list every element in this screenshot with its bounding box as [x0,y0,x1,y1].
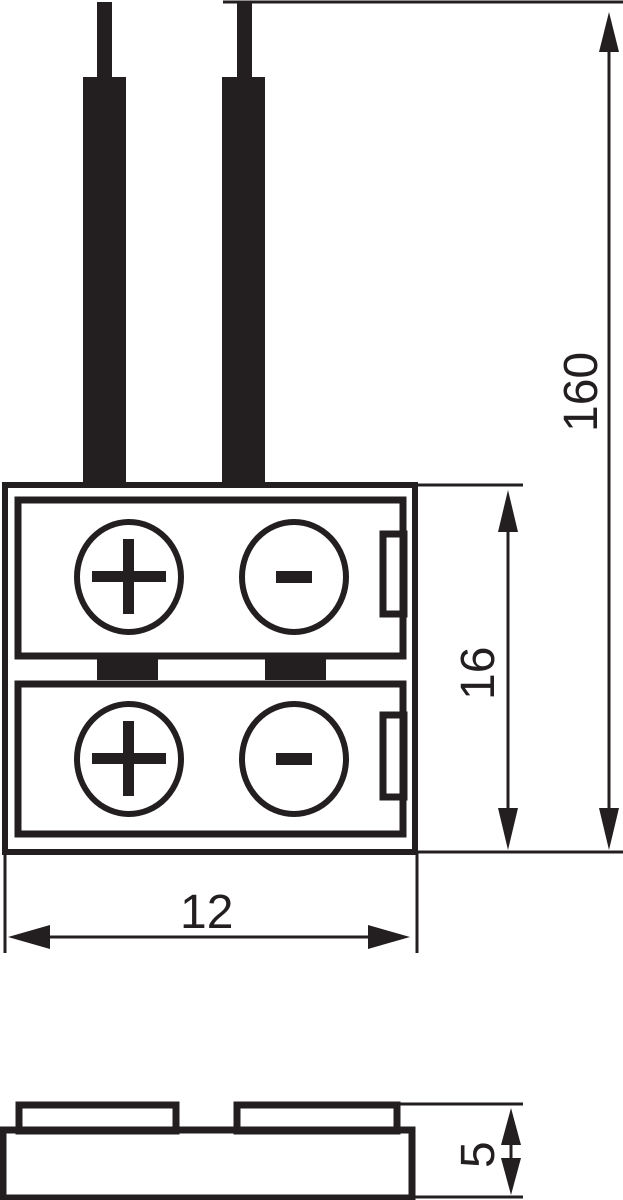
bridge-positive [97,655,158,680]
arrowhead-up-icon [599,12,619,52]
terminal-negative-icon [239,701,349,817]
arrowhead-right-icon [368,925,410,949]
connector-body-top-view [2,482,418,855]
arrowhead-up-icon [498,490,518,532]
bridge-negative [265,655,326,680]
arrowhead-down-icon [599,808,619,850]
arrowhead-up-icon [501,1108,521,1145]
terminal-positive-icon [74,701,184,817]
wire-left [83,2,126,482]
dimension-body-width: 12 [3,852,419,953]
dimension-body-length: 16 [415,483,623,854]
clip-lower [14,680,408,838]
arrowhead-down-icon [501,1158,521,1195]
dimension-label-12: 12 [180,886,233,939]
dimension-label-160: 160 [555,352,608,432]
dimension-label-5: 5 [452,1141,505,1168]
dimension-total-length: 160 [223,0,623,850]
wire-leads [83,2,265,482]
clip-upper [14,496,408,660]
arrowhead-left-icon [8,925,50,949]
wire-right [222,2,265,482]
terminal-negative-icon [239,519,349,635]
arrowhead-down-icon [498,808,518,850]
connector-side-view [0,1101,416,1200]
terminal-positive-icon [74,519,184,635]
dimension-side-height: 5 [400,1102,523,1199]
dimension-label-16: 16 [452,647,505,700]
